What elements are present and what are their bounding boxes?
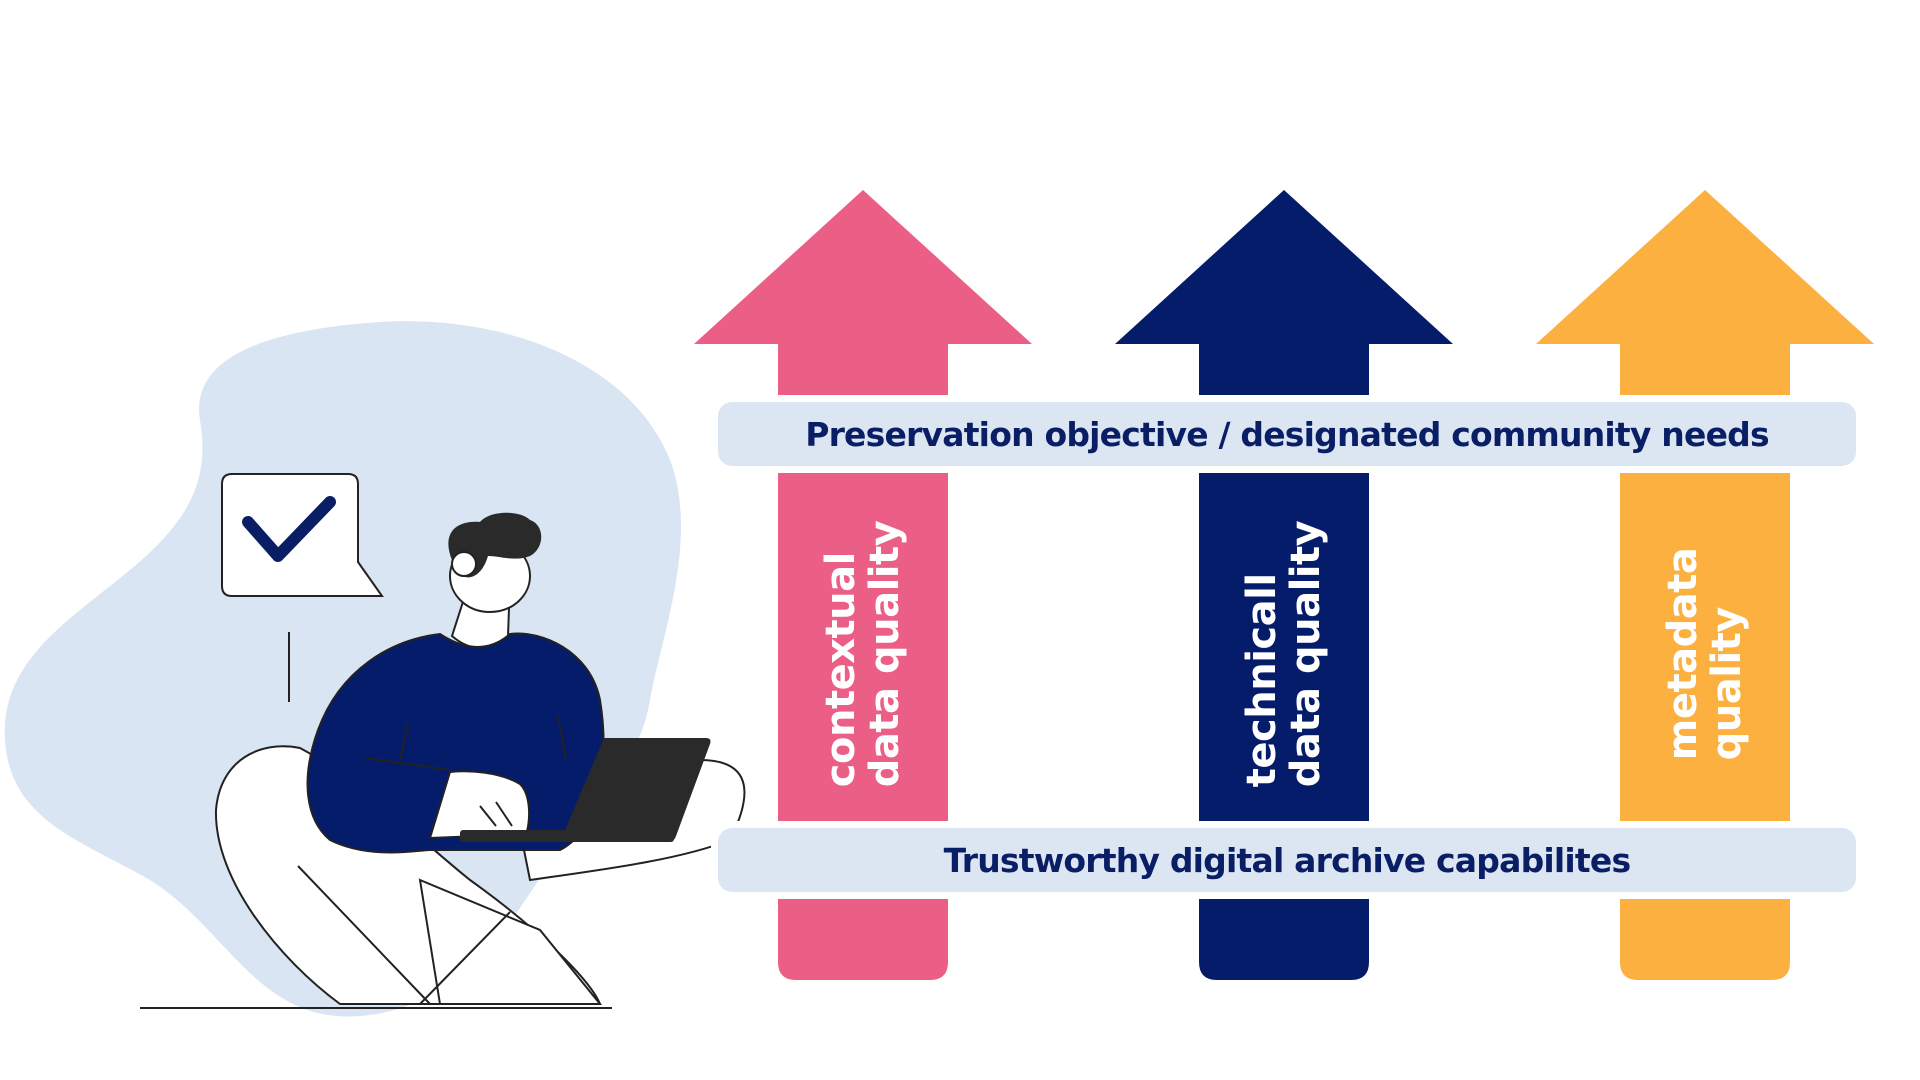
pillar-label-metadata: metadata quality xyxy=(1660,547,1750,761)
person-illustration xyxy=(4,321,746,1017)
pillar-arrow-contextual xyxy=(694,190,1032,980)
check-speech-bubble-icon xyxy=(221,473,384,702)
pillar-arrow-metadata xyxy=(1536,190,1874,980)
pillar-label-technical: technicall data quality xyxy=(1239,520,1329,788)
check-icon xyxy=(242,496,336,562)
laptop-icon xyxy=(460,738,711,842)
pillar-label-contextual: contextual data quality xyxy=(818,520,908,788)
person-sweater xyxy=(306,632,605,854)
bottom-band: Trustworthy digital archive capabilites xyxy=(718,828,1856,892)
pillar-arrow-technical xyxy=(1115,190,1453,980)
top-band: Preservation objective / designated comm… xyxy=(718,402,1856,466)
